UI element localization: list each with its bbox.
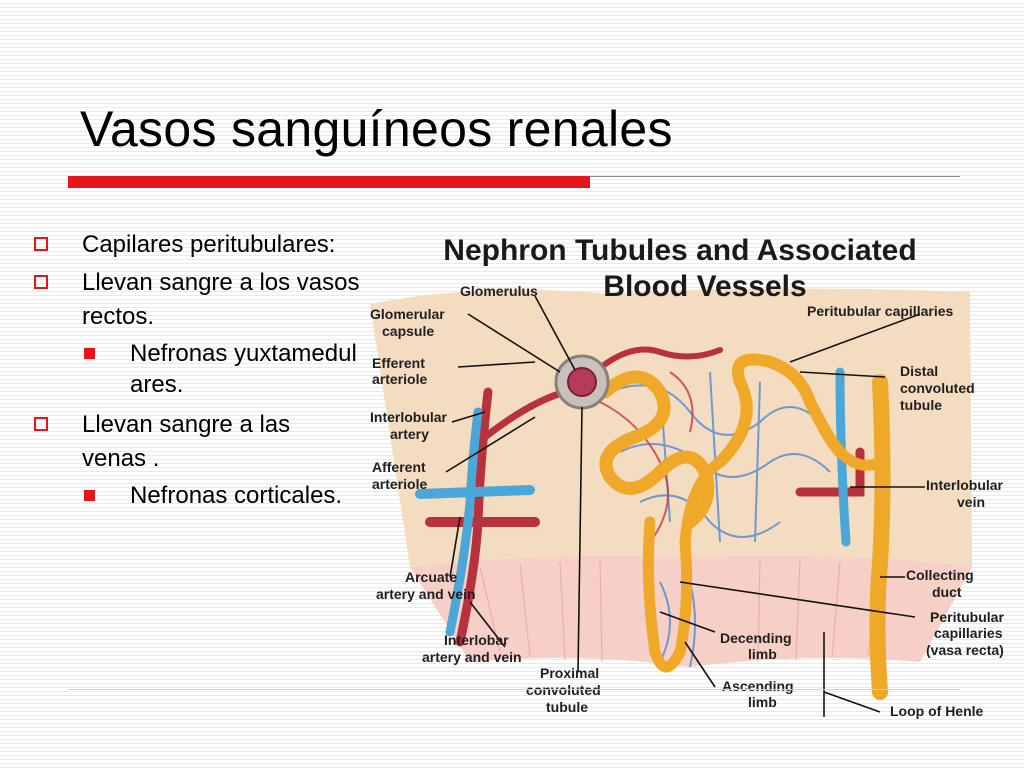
- label-efferent-2: arteriole: [372, 371, 427, 387]
- label-interlobular-vein-2: vein: [957, 494, 985, 510]
- label-interlobular-vein: Interlobular: [926, 477, 1004, 493]
- sub-bullet-text: Nefronas yuxtamedulares.: [130, 340, 357, 398]
- label-afferent: Afferent: [372, 459, 426, 475]
- sub-bullet-item: Nefronas yuxtamedulares.: [30, 338, 365, 400]
- label-peritubular-capillaries: Peritubular capillaries: [807, 303, 953, 319]
- title-underline-red: [68, 176, 590, 188]
- distal-convoluted-tubule: [714, 353, 846, 468]
- diagram-title-line1: Nephron Tubules and Associated: [443, 234, 916, 267]
- label-arcuate-2: artery and vein: [376, 586, 476, 602]
- label-interlobar-2: artery and vein: [422, 649, 522, 665]
- bullet-text: Llevan sangre a las venas .: [82, 411, 291, 472]
- bullet-item: Llevan sangre a las venas .: [30, 408, 360, 476]
- label-collecting-duct-2: duct: [932, 584, 962, 600]
- label-glomerulus: Glomerulus: [460, 283, 538, 299]
- glomerulus-group: [554, 354, 610, 410]
- tubules: [598, 353, 891, 700]
- connecting-tubule: [834, 446, 886, 471]
- hollow-square-bullet-icon: [34, 417, 48, 431]
- label-collecting-duct: Collecting: [906, 567, 974, 583]
- label-proximal-3: tubule: [546, 699, 588, 715]
- label-interlobular-artery-2: artery: [390, 426, 429, 442]
- sub-bullet-item: Nefronas corticales.: [30, 480, 360, 511]
- filled-square-bullet-icon: [84, 348, 95, 359]
- label-afferent-2: arteriole: [372, 476, 427, 492]
- label-descending-limb-2: limb: [748, 646, 777, 662]
- bullet-text: Llevan sangre a los vasos rectos.: [82, 269, 360, 330]
- sub-bullet-text: Nefronas corticales.: [130, 482, 343, 509]
- arcuate-vein: [415, 485, 535, 499]
- label-distal-3: tubule: [900, 397, 942, 413]
- label-distal-2: convoluted: [900, 380, 975, 396]
- hollow-square-bullet-icon: [34, 237, 48, 251]
- bullet-list: Capilares peritubulares: Llevan sangre a…: [30, 228, 360, 519]
- capillary-network-red: [599, 371, 694, 543]
- slide-title: Vasos sanguíneos renales: [80, 101, 673, 157]
- label-interlobular-artery: Interlobular: [370, 409, 448, 425]
- label-interlobar: Interlobar: [444, 632, 509, 648]
- diagram-title-line2: Blood Vessels: [603, 270, 806, 303]
- label-glomerular-capsule-2: capsule: [382, 323, 434, 339]
- glomerulus: [567, 367, 597, 397]
- footer-divider: [68, 689, 960, 690]
- filled-square-bullet-icon: [84, 490, 95, 501]
- label-glomerular-capsule: Glomerular: [370, 306, 445, 322]
- interlobular-vein-left: [445, 407, 483, 637]
- efferent-arteriole: [592, 346, 723, 375]
- label-efferent: Efferent: [372, 355, 425, 371]
- bullet-item: Llevan sangre a los vasos rectos.: [30, 266, 360, 334]
- nephron-diagram: Nephron Tubules and Associated Blood Ves…: [370, 234, 1004, 719]
- label-ascending-limb-2: limb: [748, 694, 777, 710]
- leader-lines: [445, 295, 925, 717]
- label-ascending-limb: Ascending: [722, 678, 794, 694]
- bullet-text: Capilares peritubulares:: [82, 231, 336, 258]
- label-vasa-recta-2: capillaries: [934, 625, 1003, 641]
- label-loop-of-henle: Loop of Henle: [890, 703, 984, 719]
- ascending-limb: [674, 456, 726, 658]
- label-distal: Distal: [900, 363, 938, 379]
- cortex-tissue: [370, 288, 972, 567]
- descending-limb: [642, 516, 686, 673]
- label-arcuate: Arcuate: [405, 569, 457, 585]
- label-vasa-recta: Peritubular: [930, 609, 1004, 625]
- bullet-item: Capilares peritubulares:: [30, 228, 360, 262]
- label-proximal: Proximal: [540, 665, 599, 681]
- title-underline-gray: [590, 176, 960, 177]
- label-descending-limb: Decending: [720, 630, 792, 646]
- label-vasa-recta-3: (vasa recta): [926, 642, 1004, 658]
- hollow-square-bullet-icon: [34, 275, 48, 289]
- collecting-duct: [869, 374, 891, 700]
- label-proximal-2: convoluted: [526, 682, 601, 698]
